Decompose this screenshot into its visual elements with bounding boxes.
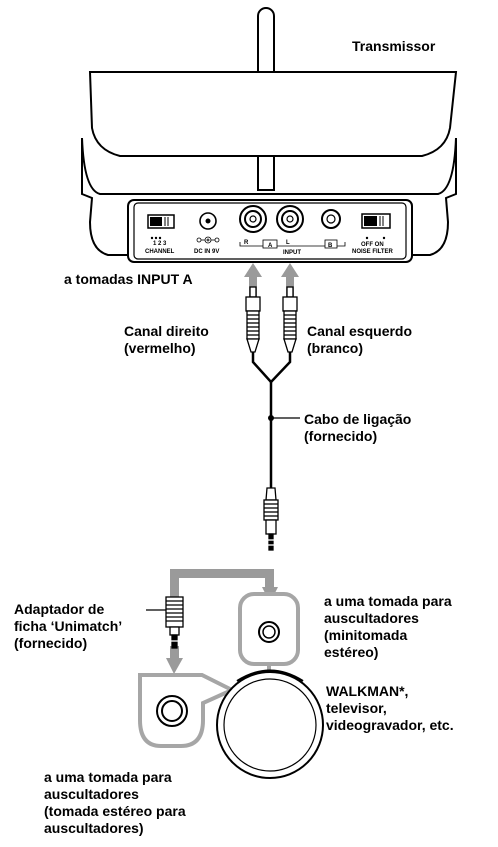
channel-label: CHANNEL xyxy=(145,249,175,255)
dc-in-label: DC IN 9V xyxy=(194,249,219,255)
arrow-up-icon xyxy=(244,263,299,297)
mini-plug xyxy=(263,487,279,551)
rca-plug-left xyxy=(282,286,298,353)
stereo-jack-box xyxy=(138,673,237,748)
noise-filter-label: NOISE FILTER xyxy=(352,249,394,255)
mini-jack-box xyxy=(238,592,300,666)
input-b-label: B xyxy=(328,243,333,249)
noise-filter-switch[interactable] xyxy=(361,213,391,229)
dc-in-jack xyxy=(199,212,217,230)
mini-jack-label: a uma tomada para auscultadores (minitom… xyxy=(324,593,452,660)
right-channel-label: Canal direito (vermelho) xyxy=(124,323,209,356)
input-b-jack xyxy=(321,209,341,229)
input-label: INPUT xyxy=(283,250,301,256)
devices-label: WALKMAN*, televisor, videogravador, etc. xyxy=(326,683,454,733)
input-a-left-jack xyxy=(276,205,304,233)
off-on-label: OFF ON xyxy=(361,242,384,248)
stereo-jack-label: a uma tomada para auscultadores (tomada … xyxy=(44,769,186,836)
arrow-down-icon xyxy=(166,646,183,674)
transmitter-label: Transmissor xyxy=(352,38,436,54)
adaptor-label: Adaptador de ficha ‘Unimatch’ (fornecido… xyxy=(14,601,123,651)
channel-switch[interactable] xyxy=(147,214,175,229)
input-a-right-jack xyxy=(239,205,267,233)
channel-dots xyxy=(150,236,162,240)
unimatch-adaptor xyxy=(165,596,184,649)
polarity-icon xyxy=(196,236,220,244)
noise-filter-dots xyxy=(365,236,386,240)
input-l-label: L xyxy=(286,240,290,246)
channel-numbers: 1 2 3 xyxy=(153,241,167,247)
input-r-label: R xyxy=(244,240,249,246)
walkman-device xyxy=(216,669,324,779)
left-channel-label: Canal esquerdo (branco) xyxy=(307,323,413,356)
input-a-label-text: a tomadas INPUT A xyxy=(64,271,193,287)
input-a-label: A xyxy=(268,243,273,249)
connecting-cable xyxy=(251,352,292,488)
cable-label: Cabo de ligação (fornecido) xyxy=(304,411,412,444)
rca-plug-right xyxy=(245,286,261,353)
input-bracket xyxy=(239,239,346,249)
